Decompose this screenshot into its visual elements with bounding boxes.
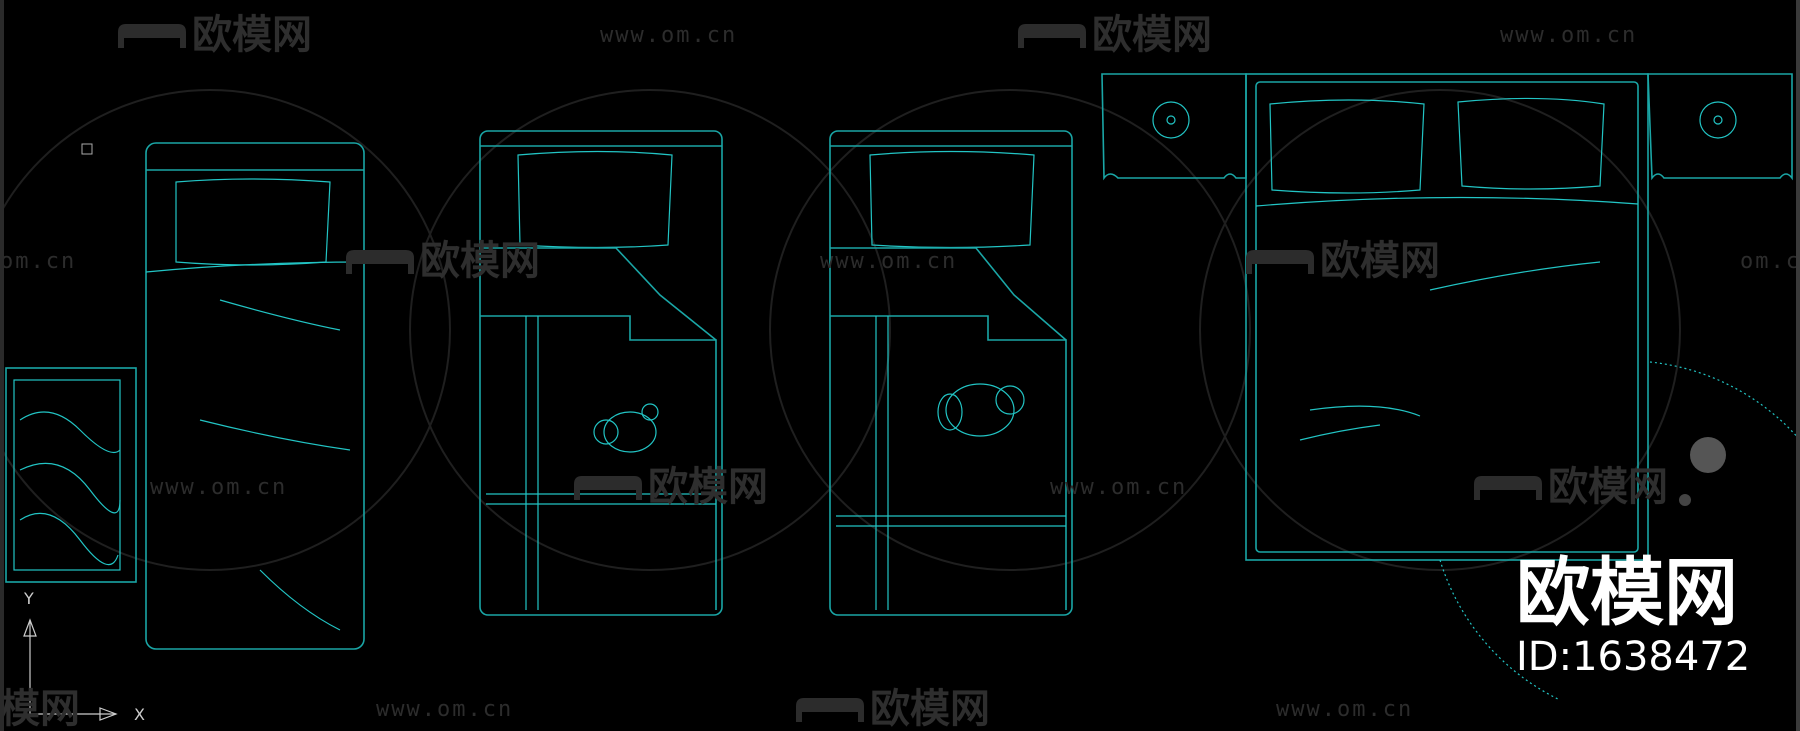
watermark-url: www.om.cn [150,475,287,500]
axis-y-label: Y [23,589,34,608]
watermark-url: www.om.cn [1050,475,1187,500]
watermark-circles [0,89,1681,571]
watermark-cn: 欧模网 [192,12,312,58]
sofa-logo-icon [1018,24,1086,48]
watermark-sofa-logos [118,24,1542,722]
watermark-url-partial: om.cn [1740,249,1800,274]
pillow-icon [175,178,331,266]
watermark-cn: 欧模网 [648,464,768,510]
pillow-icon [517,150,673,249]
pillow-icon [1457,97,1605,190]
sofa-logo-icon [796,698,864,722]
watermark-url-partial: om.cn [0,249,76,274]
watermark-url-group: www.om.cn www.om.cn www.om.cn www.om.cn … [0,23,1800,722]
watermark-cn: 欧模网 [1548,464,1668,510]
sofa-logo-icon [346,250,414,274]
nightstand-left [1101,73,1247,181]
window-edge [0,0,4,731]
sofa-logo-icon [118,24,186,48]
watermark-cn: 欧模网 [1320,238,1440,284]
sofa-logo-icon [1246,250,1314,274]
single-bed-3 [829,130,1073,616]
watermark-cn: 欧模网 [1092,12,1212,58]
nightstand-right [1647,73,1793,181]
watermark-url: www.om.cn [600,23,737,48]
watermark-url: www.om.cn [376,697,513,722]
watermark-url: www.om.cn [1276,697,1413,722]
single-bed-2 [479,130,723,616]
axis-x-label: X [134,705,145,724]
pillow-icon [1269,99,1425,194]
watermark-cn-partial: 模网 [0,686,80,731]
watermark-url: www.om.cn [1500,23,1637,48]
plush-dog-icon [937,383,1025,437]
watermark-cn: 欧模网 [870,686,990,731]
brand-id-label: ID:1638472 [1516,634,1750,680]
square-marker [81,143,93,155]
watermark-cn: 欧模网 [420,238,540,284]
rug-left [5,367,137,583]
teddy-bear-icon [593,403,659,453]
brand-name: 欧模网 [1516,550,1738,636]
watermark-cn-group: 欧模网 欧模网 欧模网 欧模网 欧模网 欧模网 欧模网 模网 [0,12,1668,731]
lamp-icon [1152,101,1190,139]
round-rug-right [1439,361,1800,701]
window-edge [1796,0,1800,731]
lamp-icon [1699,101,1737,139]
pillow-icon [869,150,1035,249]
watermark-url: www.om.cn [820,249,957,274]
sofa-logo-icon [1474,476,1542,500]
double-bed [1101,73,1793,561]
single-bed-1 [145,142,365,650]
brand-overlay: 欧模网 ID:1638472 [1516,550,1750,680]
ucs-axis-indicator: Y X [23,589,145,724]
sofa-logo-icon [574,476,642,500]
